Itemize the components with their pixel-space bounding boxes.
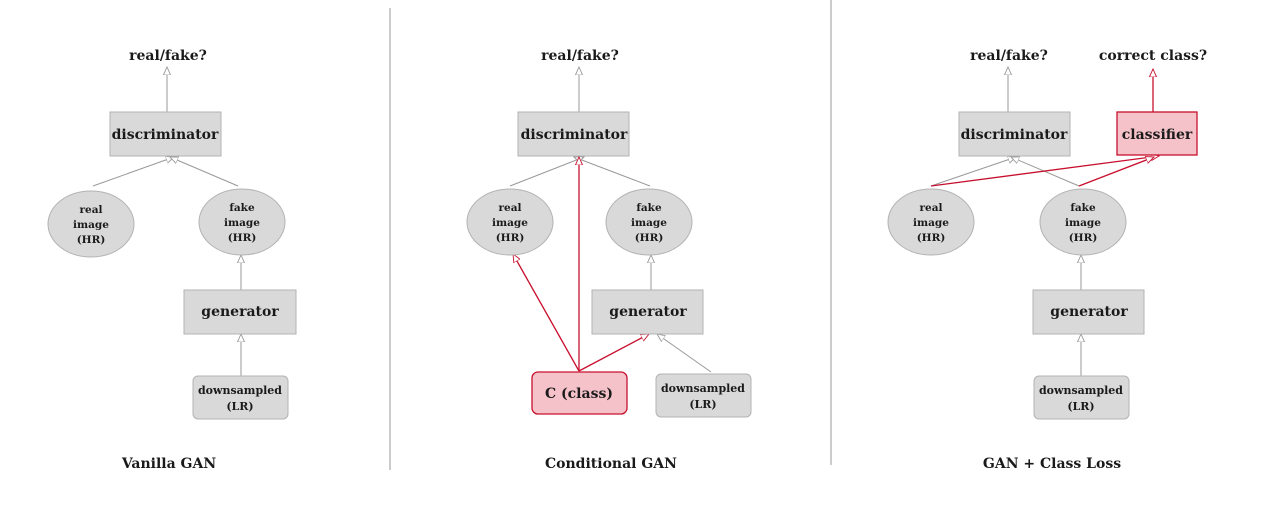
generator-box [1032, 289, 1145, 335]
output-label: real/fake? [970, 48, 1048, 64]
classifier-arrow-from-fake [1078, 157, 1154, 187]
discriminator-label: discriminator [521, 127, 628, 143]
discriminator-box [958, 111, 1071, 157]
generator-label: generator [201, 304, 279, 320]
downsampled-line-2: (LR) [226, 400, 253, 413]
classifier-label: classifier [1122, 127, 1193, 143]
panel-conditional-gan: real/fake? discriminator real image (HR)… [466, 48, 752, 472]
real-image-line-1: real [79, 204, 102, 216]
real-image-line-2: image [492, 217, 528, 229]
arrow-real-to-disc [509, 157, 584, 187]
real-image-line-2: image [913, 217, 949, 229]
real-image-line-3: (HR) [77, 234, 106, 246]
discriminator-box [109, 111, 222, 157]
discriminator-label: discriminator [112, 127, 219, 143]
fake-image-node [1039, 188, 1127, 256]
output-label: real/fake? [541, 48, 619, 64]
fake-image-line-3: (HR) [1069, 232, 1098, 244]
arrow-real-to-disc [930, 157, 1016, 187]
discriminator-box [517, 111, 630, 157]
panel-caption: Conditional GAN [545, 456, 677, 472]
class-arrow-to-real [512, 254, 580, 372]
downsampled-line-1: downsampled [198, 384, 282, 397]
fake-image-line-3: (HR) [228, 232, 257, 244]
real-image-line-1: real [919, 202, 942, 214]
real-image-node [466, 188, 554, 256]
downsampled-line-2: (LR) [1067, 400, 1094, 413]
fake-image-node [198, 188, 286, 256]
classifier-arrow-from-real [930, 156, 1159, 187]
real-image-node [47, 190, 135, 258]
panel-gan-class-loss: real/fake? correct class? discriminator … [887, 48, 1207, 472]
real-image-line-3: (HR) [917, 232, 946, 244]
output-label: real/fake? [129, 48, 207, 64]
downsampled-line-1: downsampled [1039, 384, 1123, 397]
real-image-line-3: (HR) [496, 232, 525, 244]
classifier-box [1116, 111, 1198, 156]
arrow-fake-to-disc [170, 157, 239, 187]
fake-image-line-1: fake [229, 202, 255, 214]
fake-image-line-3: (HR) [635, 232, 664, 244]
real-image-line-2: image [73, 219, 109, 231]
fake-image-node [605, 188, 693, 256]
class-arrow-to-gen [578, 333, 649, 372]
downsampled-box [655, 373, 752, 418]
generator-box [591, 289, 704, 335]
class-input-box [531, 371, 628, 415]
downsampled-box [1033, 375, 1130, 420]
fake-image-line-1: fake [636, 202, 662, 214]
real-image-line-1: real [498, 202, 521, 214]
generator-box [183, 289, 297, 335]
generator-label: generator [609, 304, 687, 320]
fake-image-line-2: image [1065, 217, 1101, 229]
panel-caption: Vanilla GAN [121, 456, 217, 472]
fake-image-line-1: fake [1070, 202, 1096, 214]
arrow-real-to-disc [92, 157, 174, 187]
panel-caption: GAN + Class Loss [983, 456, 1121, 472]
fake-image-line-2: image [631, 217, 667, 229]
fake-image-line-2: image [224, 217, 260, 229]
class-input-label: C (class) [545, 386, 613, 402]
downsampled-line-2: (LR) [689, 398, 716, 411]
downsampled-box [192, 375, 289, 420]
generator-label: generator [1050, 304, 1128, 320]
downsampled-line-1: downsampled [661, 382, 745, 395]
real-image-node [887, 188, 975, 256]
classifier-output-label: correct class? [1099, 48, 1207, 64]
discriminator-label: discriminator [961, 127, 1068, 143]
arrow-down-to-gen [657, 334, 712, 373]
arrow-fake-to-disc [574, 157, 651, 187]
panel-vanilla-gan: real/fake? discriminator real image (HR)… [47, 48, 297, 472]
